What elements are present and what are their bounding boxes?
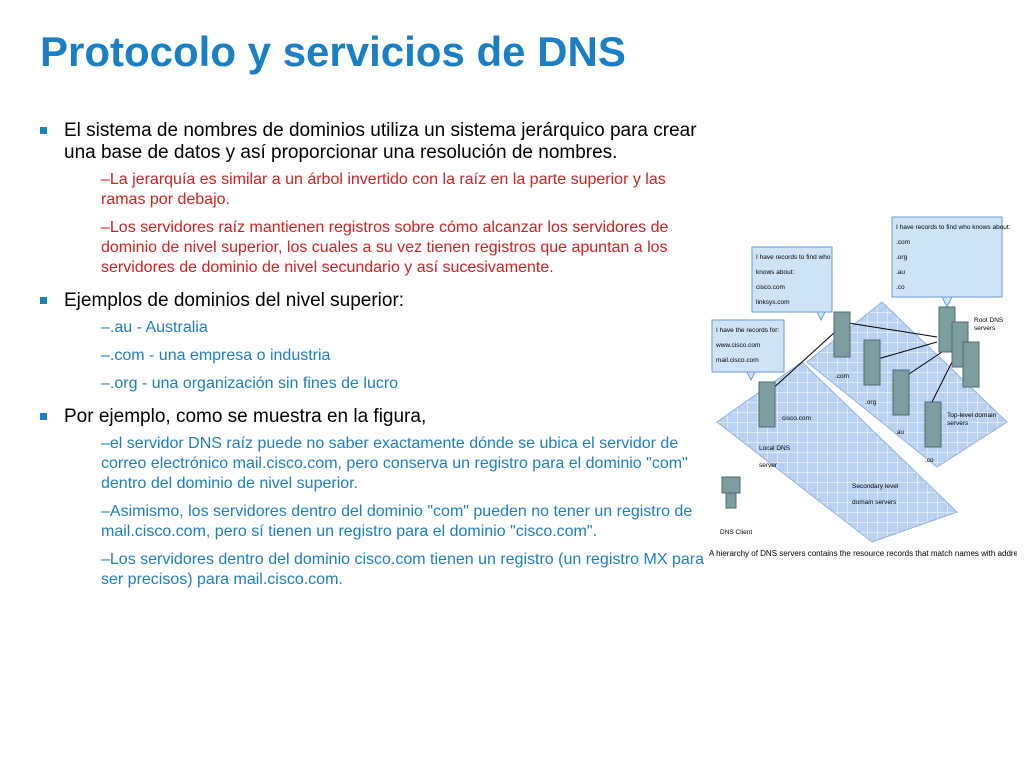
bubble-root-line-0: I have records to find who knows about: [896,224,1011,231]
label-local-1: server [759,462,778,469]
root-server-icons [938,306,980,388]
bubble-com-line-0: I have records to find who [756,254,831,261]
bubble-local-line-2: mail.cisco.com [716,357,759,364]
sub-bullet-3-3: –Los servidores dentro del dominio cisco… [101,551,704,588]
bubble-com-line-3: linksys.com [756,299,790,306]
label-au: .au [895,429,904,436]
sub-bullet-3-1: –el servidor DNS raíz puede no saber exa… [101,435,688,492]
cisco-server-icon [758,381,776,428]
dns-hierarchy-figure: I have records to find who knows about: … [709,216,1017,558]
label-secondary-0: Secondary level [852,483,899,490]
bubble-com: I have records to find who knows about: … [751,246,833,322]
bubble-root: I have records to find who knows about: … [891,216,1011,309]
bullet-marker [40,297,47,304]
bubble-local-line-1: www.cisco.com [715,342,760,349]
dns-client-icon [721,476,741,509]
label-client: DNS Client [720,529,752,536]
bullet-1-text: El sistema de nombres de dominios utiliz… [64,120,697,163]
sub-bullet-2-1: –.au - Australia [101,319,208,336]
bullet-3-text: Por ejemplo, como se muestra en la figur… [64,406,427,427]
bubble-root-line-1: .com [896,239,910,246]
bullet-2: Ejemplos de dominios del nivel superior: [40,290,710,312]
figure-caption: A hierarchy of DNS servers contains the … [709,549,1017,558]
bubble-local: I have the records for: www.cisco.com ma… [711,319,785,382]
label-secondary-1: domain servers [852,499,897,506]
bubble-local-line-0: I have the records for: [716,327,779,334]
label-root-1: servers [974,325,996,332]
bubble-root-line-3: .au [896,269,905,276]
label-co: .co [925,457,934,464]
sub-bullet-1-1: –La jerarquía es similar a un árbol inve… [101,171,666,208]
bullet-marker [40,413,47,420]
slide-title: Protocolo y servicios de DNS [40,28,626,75]
bullet-1: El sistema de nombres de dominios utiliz… [40,120,710,164]
label-com: .com [835,373,849,380]
label-org: .org [865,399,877,406]
sub-bullet-2-2: –.com - una empresa o industria [101,347,331,364]
label-tld-1: servers [947,420,969,427]
label-tld-0: Top-level domain [947,412,997,419]
bubble-com-line-2: cisco.com [756,284,785,291]
sub-bullet-1-2: –Los servidores raíz mantienen registros… [101,219,669,276]
sub-bullet-2-3: –.org - una organización sin fines de lu… [101,375,399,392]
sub-bullet-3-2: –Asimismo, los servidores dentro del dom… [101,503,693,540]
bullet-marker [40,127,47,134]
bubble-root-line-2: .org [896,254,908,261]
slide-content: El sistema de nombres de dominios utiliz… [40,120,710,598]
bubble-com-line-1: knows about: [756,269,794,276]
label-root-0: Root DNS [974,317,1004,324]
bullet-2-text: Ejemplos de dominios del nivel superior: [64,290,405,311]
bubble-root-line-4: .co [896,284,905,291]
label-local-0: Local DNS [759,445,791,452]
label-cisco: cisco.com [782,415,811,422]
bullet-3: Por ejemplo, como se muestra en la figur… [40,406,710,428]
tld-server-icons [833,311,942,448]
